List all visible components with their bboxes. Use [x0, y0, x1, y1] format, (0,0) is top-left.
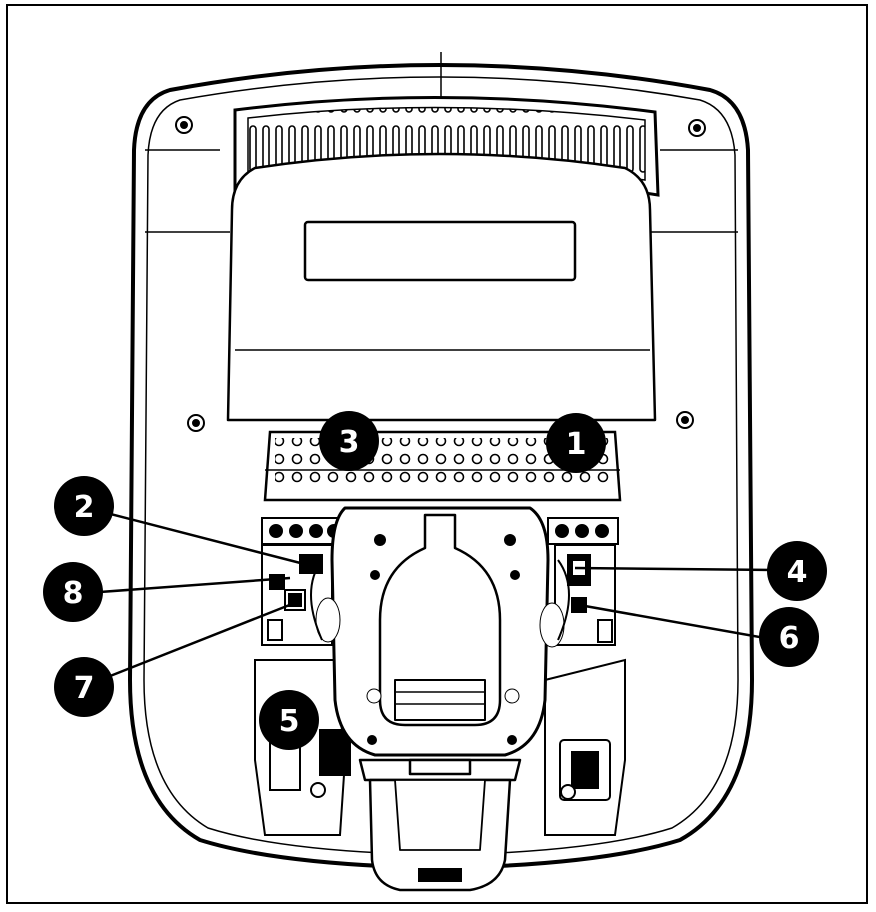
bottom-connector: [358, 758, 522, 892]
callout-badge-2: 2: [54, 476, 114, 536]
callout-badge-1: 1: [546, 413, 606, 473]
callout-label-7: 7: [74, 671, 95, 706]
callout-badge-3: 3: [319, 411, 379, 471]
callout-badge-7: 7: [54, 657, 114, 717]
callout-badge-8: 8: [43, 562, 103, 622]
leader-line-8: [99, 576, 291, 594]
callout-badges: 1 2 3 4 5 6 7 8: [43, 411, 827, 750]
leader-lines: [94, 508, 776, 684]
mounting-bracket: [310, 506, 570, 757]
leader-line-7: [94, 602, 293, 684]
leader-line-6: [584, 604, 766, 640]
screw-icons: [175, 116, 706, 432]
leader-line-2: [94, 508, 313, 568]
leader-line-4: [574, 566, 776, 572]
callout-label-3: 3: [339, 425, 360, 460]
callout-label-1: 1: [566, 427, 587, 462]
callout-label-2: 2: [74, 490, 95, 525]
callout-badge-6: 6: [759, 607, 819, 667]
callout-label-4: 4: [787, 555, 808, 590]
callout-label-6: 6: [779, 621, 800, 656]
callout-badge-4: 4: [767, 541, 827, 601]
rear-panel: [226, 152, 657, 422]
callout-label-8: 8: [63, 576, 84, 611]
right-port-block: [554, 544, 616, 646]
callout-label-5: 5: [279, 704, 300, 739]
callout-badge-5: 5: [259, 690, 319, 750]
